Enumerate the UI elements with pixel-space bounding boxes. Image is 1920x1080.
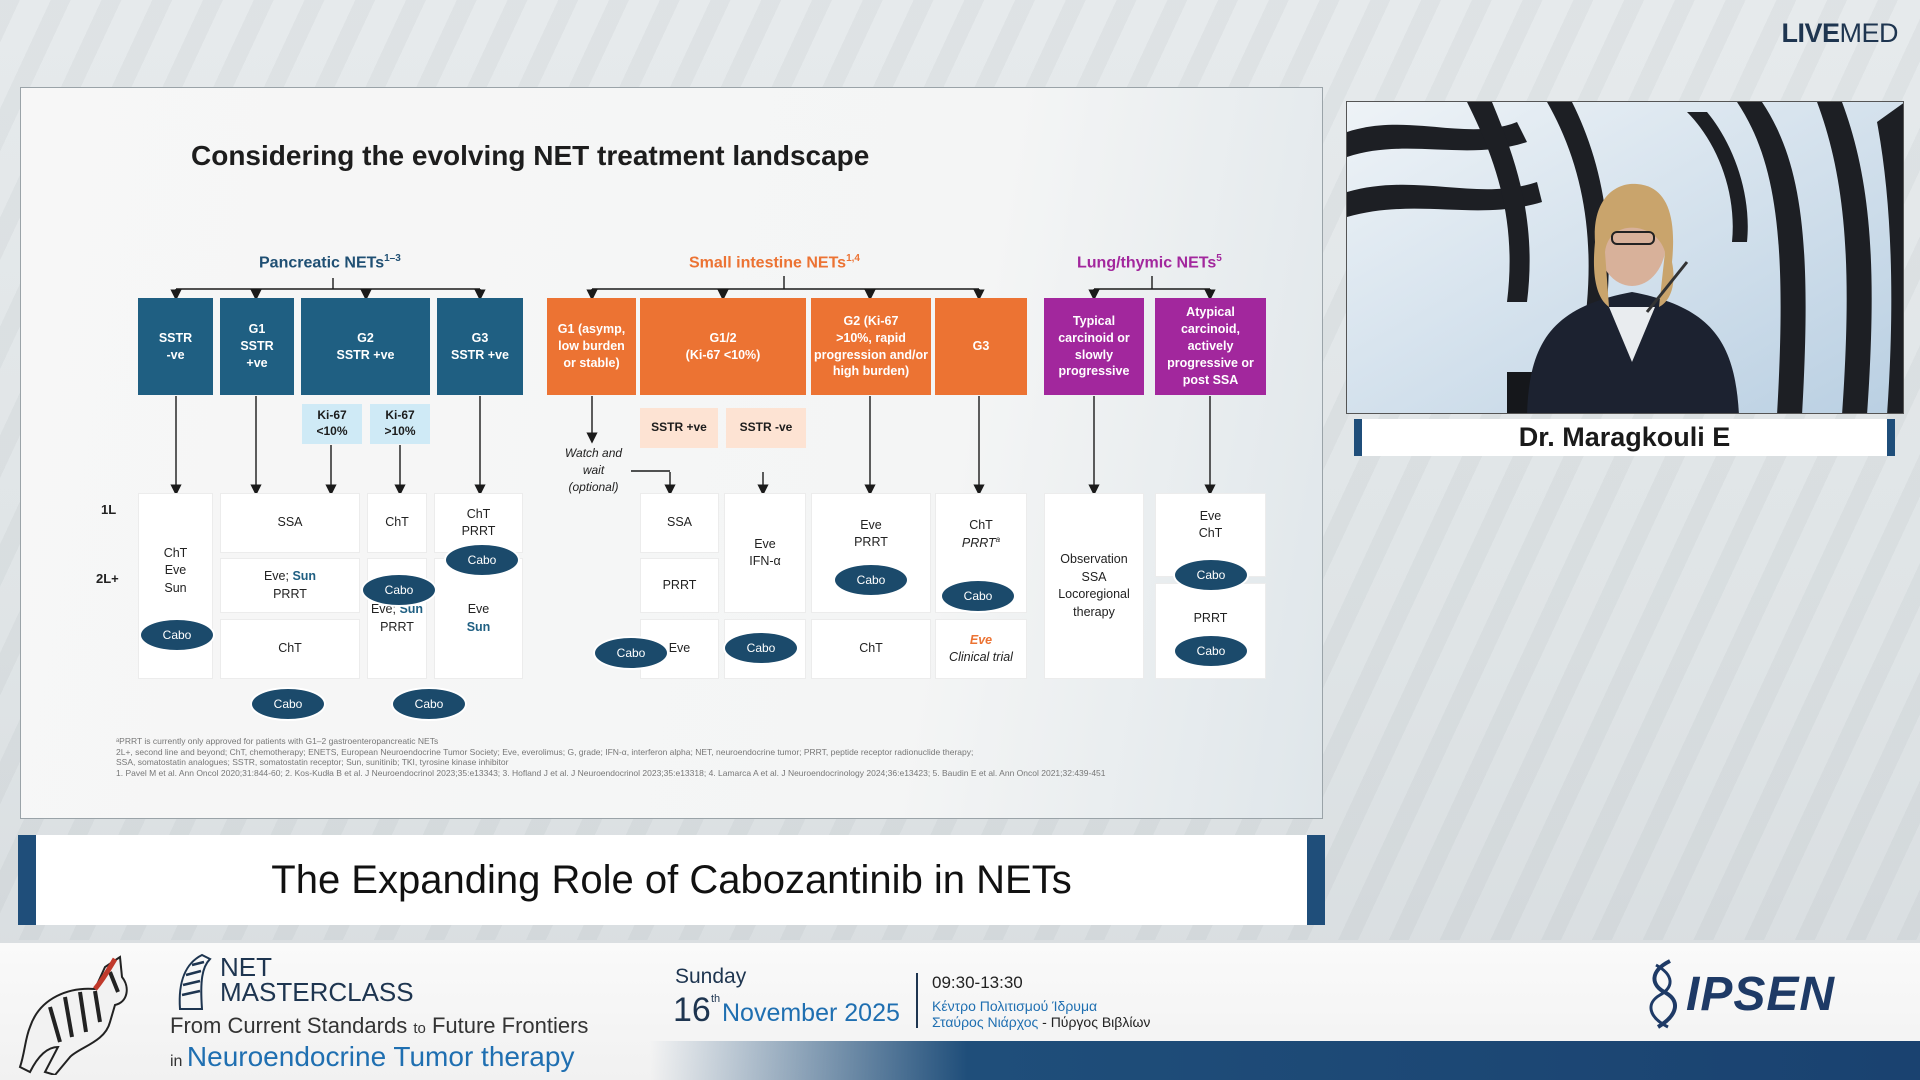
footnote: ᵃPRRT is currently only approved for pat…	[116, 736, 439, 746]
speaker-name-bar: Dr. Maragkouli E	[1354, 419, 1895, 456]
lung-typical-cell: Observation SSA Locoregional therapy	[1044, 493, 1144, 679]
second-line-label: 2L+	[96, 571, 119, 586]
flow-arrows	[170, 276, 1216, 496]
masterclass-title: NET MASTERCLASS	[220, 952, 414, 1007]
footnote: SSA, somatostatin analogues; SSTR, somat…	[116, 757, 509, 768]
event-date-suffix: th	[711, 993, 721, 1005]
venue-line1: Κέντρο Πολιτισμού Ίδρυμα	[932, 998, 1098, 1014]
si-g3-2l-cell: Eve Clinical trial	[935, 619, 1027, 679]
pancreatic-g1-2l-cell: Eve; Sun PRRT	[220, 558, 360, 613]
pancreatic-box-g1: G1 SSTR +ve	[220, 298, 294, 395]
si-g2-cht-cell: ChT	[811, 619, 931, 679]
livemed-logo: LIVEMED	[1781, 18, 1898, 48]
session-caption: The Expanding Role of Cabozantinib in NE…	[18, 835, 1325, 925]
pancreatic-g3-2l-cell: Eve Sun	[434, 558, 523, 679]
footer-band	[650, 1041, 1920, 1080]
pancreatic-g3-sun: Sun	[466, 619, 491, 634]
lung-box-typical: Typical carcinoid or slowly progressive	[1044, 298, 1144, 395]
pancreatic-box-g3: G3 SSTR +ve	[437, 298, 523, 395]
footer-divider	[916, 973, 918, 1028]
zebra-icon	[18, 955, 128, 1075]
si-ssa-cell: SSA	[640, 493, 719, 553]
pancreatic-g3-eve: Eve	[467, 602, 490, 616]
first-line-label: 1L	[101, 502, 117, 517]
si-box-g1: G1 (asymp, low burden or stable)	[547, 298, 636, 395]
cabo-badge: Cabo	[1173, 558, 1249, 592]
event-time: 09:30-13:30	[932, 973, 1023, 992]
footnote: 2L+, second line and beyond; ChT, chemot…	[116, 746, 974, 757]
si-sstr-neg-cell: Eve IFN-α	[724, 493, 806, 613]
cabo-badge: Cabo	[593, 636, 669, 670]
slide-footnotes: ᵃPRRT is currently only approved for pat…	[116, 736, 1236, 779]
net-label: NET	[220, 952, 272, 982]
presentation-slide: Considering the evolving NET treatment l…	[20, 87, 1323, 819]
cabo-badge: Cabo	[139, 618, 215, 652]
si-g3-eve: Eve	[969, 632, 993, 647]
si-box-g1-2: G1/2 (Ki-67 <10%)	[640, 298, 806, 395]
tagline-line2: in Neuroendocrine Tumor therapy	[170, 1041, 575, 1072]
event-day: Sunday	[675, 965, 747, 988]
pancreatic-box-g2: G2 SSTR +ve	[301, 298, 430, 395]
masterclass-label: MASTERCLASS	[220, 976, 414, 1007]
sstr-pos-label: SSTR +ve	[640, 408, 718, 448]
pancreatic-g1-2l-text: Eve; Sun PRRT	[263, 569, 317, 601]
si-g3-prrt: PRRTa	[961, 535, 1001, 551]
lung-atypical-2l-cell: PRRT	[1155, 583, 1266, 679]
cabo-badge: Cabo	[833, 563, 909, 597]
pancreatic-sstr-neg-text: ChT Eve Sun	[163, 545, 188, 595]
si-box-g2: G2 (Ki-67 >10%, rapid progression and/or…	[811, 298, 931, 395]
slide-title: Considering the evolving NET treatment l…	[191, 140, 870, 171]
cabo-badge: Cabo	[361, 573, 437, 607]
cabo-badge: Cabo	[391, 687, 467, 721]
si-box-g3: G3	[935, 298, 1027, 395]
cabo-badge: Cabo	[444, 543, 520, 577]
footer-banner: NET MASTERCLASS From Current Standards t…	[0, 943, 1920, 1080]
si-prrt-cell: PRRT	[640, 558, 719, 613]
cabo-badge: Cabo	[1173, 634, 1249, 668]
tagline-line1: From Current Standards to Future Frontie…	[170, 1013, 589, 1038]
sstr-neg-label: SSTR -ve	[726, 408, 806, 448]
ipsen-logo: IPSEN	[1640, 957, 1835, 1031]
footnote: 1. Pavel M et al. Ann Oncol 2020;31:844-…	[116, 767, 1106, 778]
lung-section-title: Lung/thymic NETs5	[1077, 253, 1222, 272]
cabo-badge: Cabo	[250, 687, 326, 721]
pancreatic-g2-cht-cell: ChT	[367, 493, 427, 553]
speaker-video	[1346, 101, 1904, 414]
cabo-badge: Cabo	[940, 579, 1016, 613]
event-month-year: November 2025	[722, 999, 900, 1027]
cabo-badge: Cabo	[723, 631, 799, 665]
si-g3-trial: Clinical trial	[949, 650, 1013, 664]
pancreatic-section-title: Pancreatic NETs1–3	[259, 253, 401, 272]
pancreatic-g1-cht-cell: ChT	[220, 619, 360, 679]
event-date-number: 16	[673, 991, 711, 1029]
masterclass-zebra-icon	[178, 953, 212, 1010]
speaker-video-frame	[1347, 102, 1903, 413]
pancreatic-g1-ssa-cell: SSA	[220, 493, 360, 553]
si-g3-cht: ChT	[969, 517, 993, 532]
lung-box-atypical: Atypical carcinoid, actively progressive…	[1155, 298, 1266, 395]
watch-and-wait-label: Watch and wait (optional)	[564, 446, 623, 494]
ipsen-wordmark: IPSEN	[1686, 967, 1836, 1021]
ki67-high-label: Ki-67 >10%	[370, 404, 430, 444]
pancreatic-box-sstr-neg: SSTR -ve	[138, 298, 213, 395]
ki67-low-label: Ki-67 <10%	[302, 404, 362, 444]
venue-line2: Σταύρος Νιάρχος - Πύργος Βιβλίων	[932, 1014, 1151, 1030]
ipsen-helix-icon	[1649, 959, 1677, 1029]
small-intestine-section-title: Small intestine NETs1,4	[689, 253, 860, 272]
